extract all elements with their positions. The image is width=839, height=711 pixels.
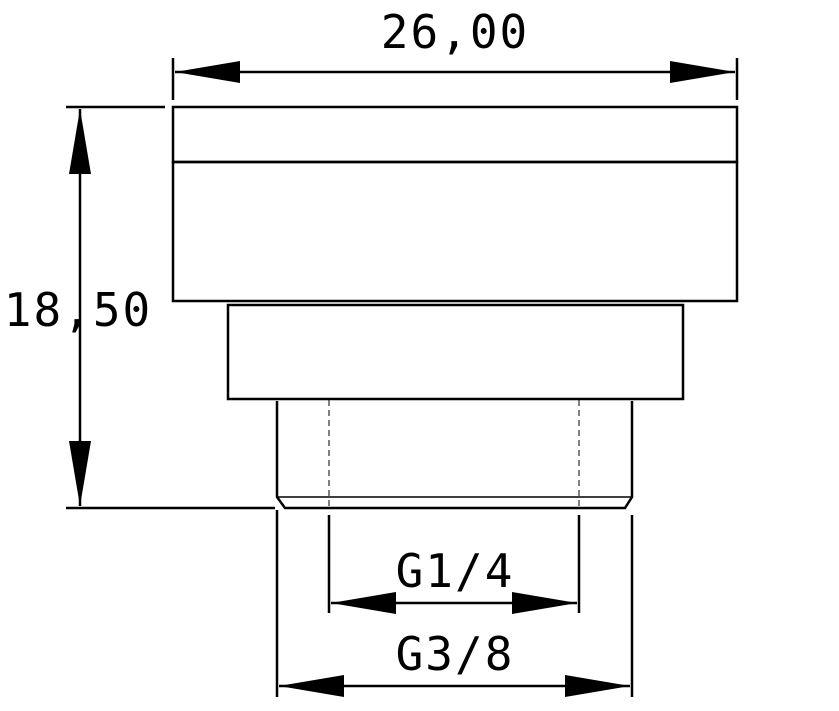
inner-thread-label: G1/4 bbox=[396, 544, 515, 598]
outer-thread-label: G3/8 bbox=[396, 627, 515, 681]
height-dimension: 18,50 bbox=[4, 105, 275, 510]
fitting-body bbox=[171, 105, 739, 510]
width-dimension: 26,00 bbox=[171, 5, 739, 100]
inner-thread-dimension: G1/4 bbox=[327, 515, 581, 614]
lower-knurled-ring bbox=[226, 303, 685, 401]
outer-thread-dimension: G3/8 bbox=[275, 510, 634, 697]
width-label: 26,00 bbox=[381, 5, 529, 59]
height-label: 18,50 bbox=[4, 283, 152, 337]
top-knurled-ring bbox=[171, 105, 739, 164]
main-knurled-collar bbox=[171, 160, 739, 303]
threaded-shank bbox=[275, 401, 634, 510]
